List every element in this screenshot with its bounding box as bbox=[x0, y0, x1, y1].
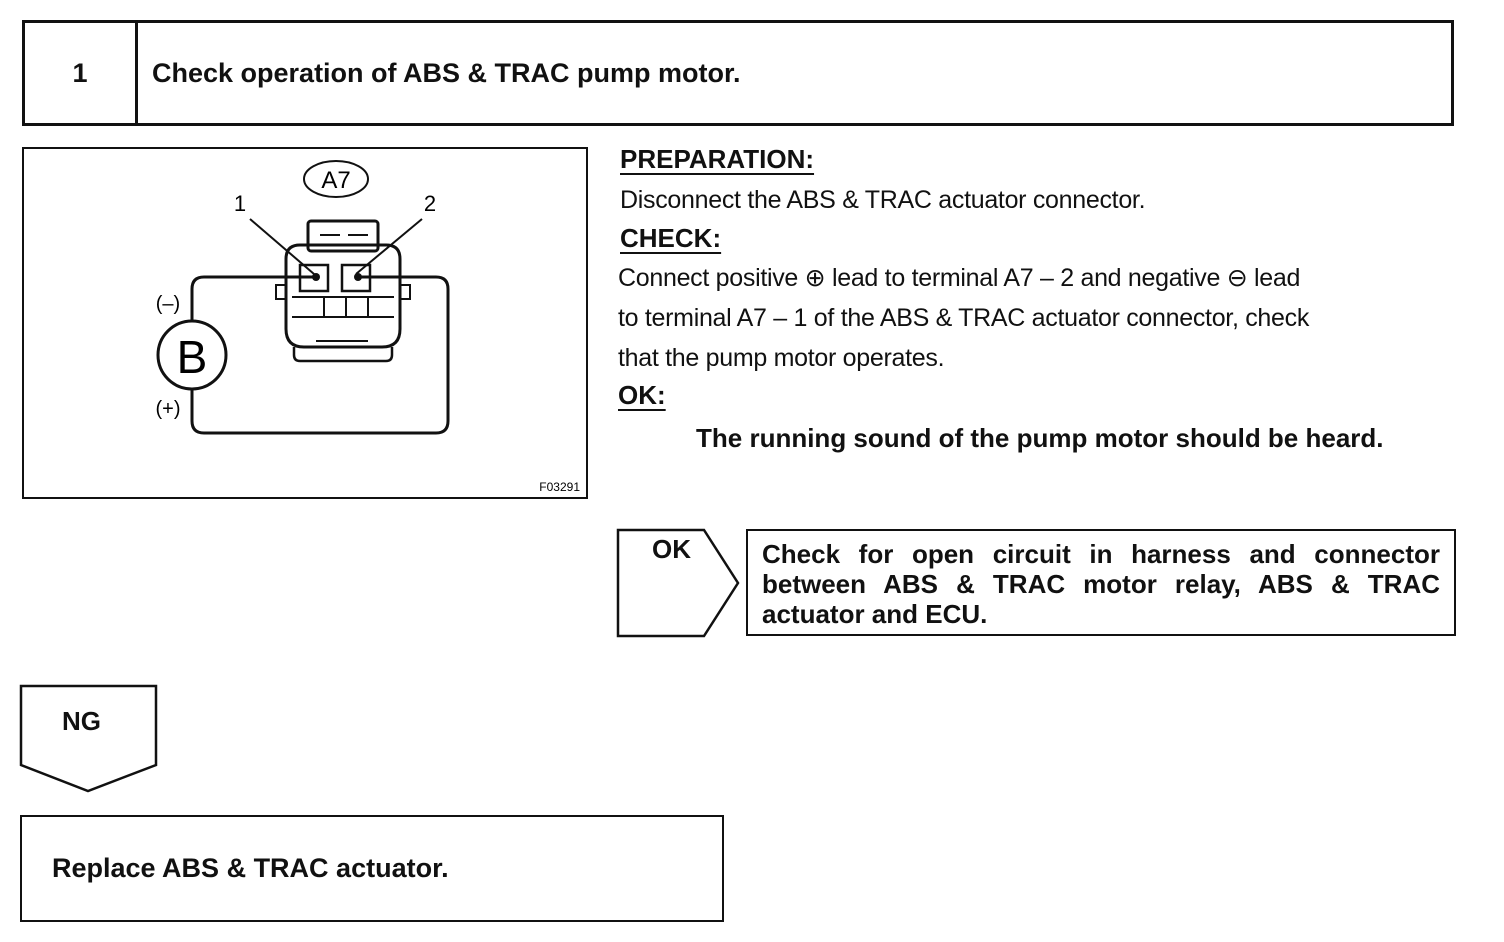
connector-wiring-illustration: A7 1 2 B (–) (+ bbox=[156, 160, 580, 494]
connector-diagram: A7 1 2 B (–) (+ bbox=[22, 147, 588, 499]
check-line: that the pump motor operates. bbox=[618, 344, 945, 372]
connector-label-oval bbox=[303, 160, 369, 198]
ok-result-box: Check for open circuit in harness and co… bbox=[746, 529, 1456, 636]
ok-heading: OK: bbox=[618, 380, 666, 410]
negative-label: (–) bbox=[156, 293, 180, 315]
ok-arrow-shape bbox=[616, 528, 740, 638]
preparation-heading: PREPARATION: bbox=[620, 144, 815, 174]
preparation-text: Disconnect the ABS & TRAC actuator conne… bbox=[620, 186, 1146, 214]
battery-symbol bbox=[156, 319, 228, 391]
check-line: to terminal A7 – 1 of the ABS & TRAC act… bbox=[618, 304, 1310, 332]
ok-arrow-label: OK bbox=[652, 534, 691, 564]
check-heading: CHECK: bbox=[620, 223, 722, 253]
ng-arrow-shape bbox=[19, 684, 158, 793]
ng-result-box: Replace ABS & TRAC actuator. bbox=[20, 815, 724, 922]
positive-label: (+) bbox=[156, 398, 181, 420]
terminal-1-label: 1 bbox=[234, 191, 246, 216]
ng-arrow-label: NG bbox=[62, 706, 101, 736]
step-header: 1 Check operation of ABS & TRAC pump mot… bbox=[22, 20, 1454, 126]
connector-label: A7 bbox=[321, 167, 350, 194]
ok-criterion-text: The running sound of the pump motor shou… bbox=[696, 423, 1384, 453]
ng-result-text: Replace ABS & TRAC actuator. bbox=[52, 853, 449, 883]
figure-code: F03291 bbox=[539, 480, 580, 494]
connector-body bbox=[275, 219, 411, 363]
ok-result-text: Check for open circuit in harness and co… bbox=[762, 539, 1440, 629]
terminal-2-label: 2 bbox=[424, 191, 436, 216]
step-number: 1 bbox=[25, 23, 138, 123]
battery-label: B bbox=[177, 331, 208, 383]
check-line: Connect positive ⊕ lead to terminal A7 –… bbox=[618, 264, 1301, 292]
step-title: Check operation of ABS & TRAC pump motor… bbox=[152, 57, 741, 88]
